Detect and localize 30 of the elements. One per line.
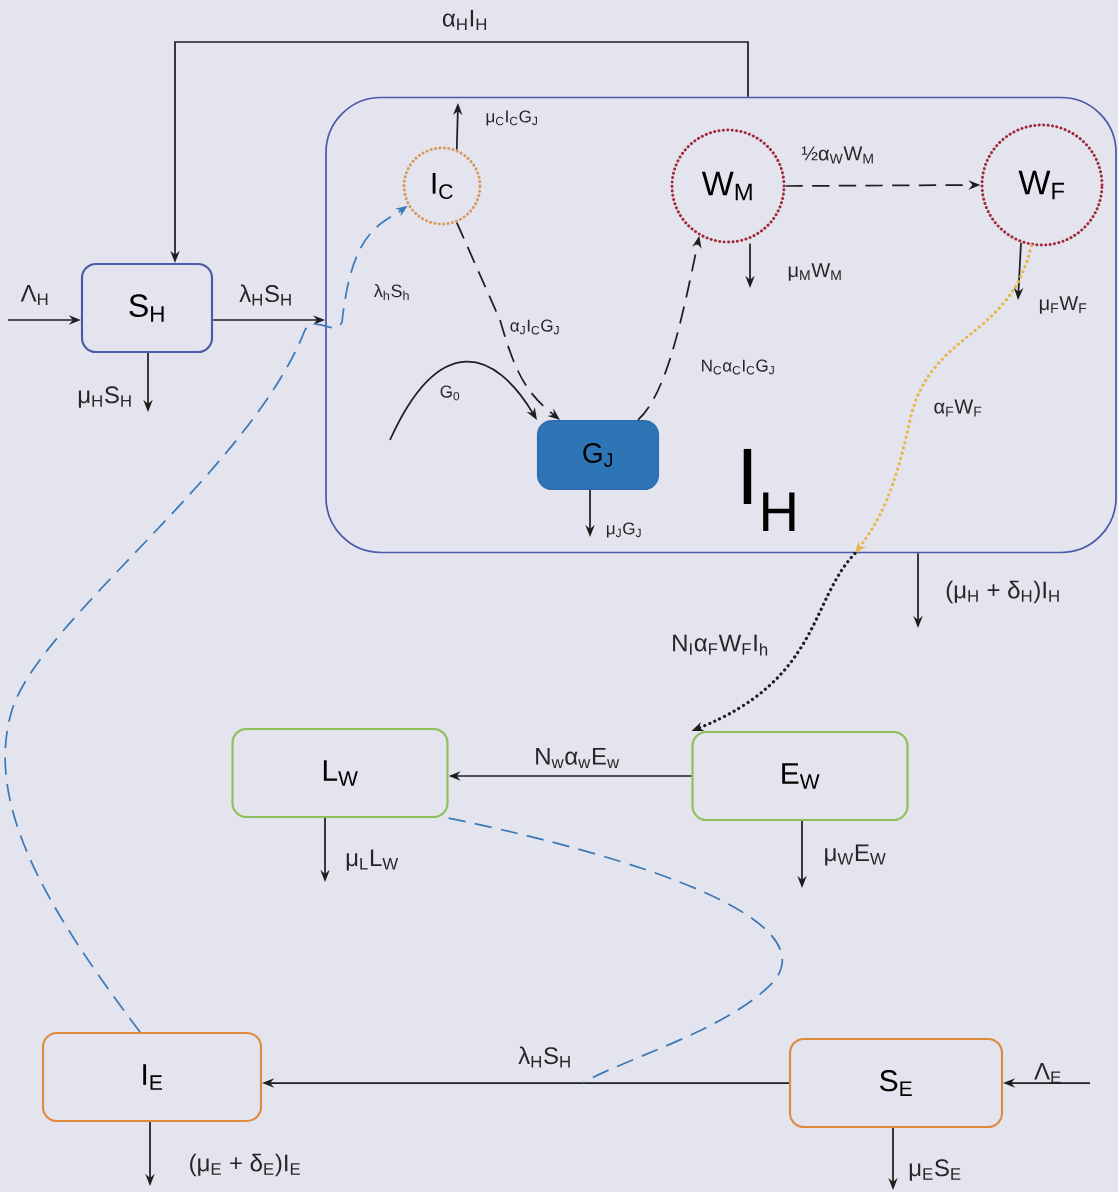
edge-label: μ$_{C}$I$_{C}$G$_{J}$ (486, 110, 537, 126)
compartment-box: L$_{W}$ (231, 727, 449, 819)
edge-label: μ$_{F}$W$_{F}$ (1039, 296, 1087, 314)
edge-label: λ$_{H}$S$_{H}$ (239, 284, 291, 306)
edge-label: λ$_{h}$S$_{h}$ (373, 284, 409, 300)
edge-label: μ$_{E}$S$_{E}$ (909, 1159, 961, 1181)
edge-label: N$_{I}$α$_{F}$W$_{F}$I$_{h}$ (673, 634, 768, 656)
edge-label: λ$_{H}$S$_{H}$ (518, 1046, 570, 1068)
edge-label: Λ$_{H}$ (20, 284, 48, 306)
compartment-box: I$_{E}$ (41, 1031, 263, 1123)
compartment-box: G$_{J}$ (536, 419, 660, 491)
edge-label: μ$_{W}$E$_{W}$ (825, 844, 886, 866)
edge-label: G$_{0}$ (440, 385, 460, 401)
compartment-box: E$_{W}$ (691, 730, 909, 822)
arrow (389, 360, 537, 441)
edge-label: N$_{C}$α$_{C}$I$_{C}$G$_{J}$ (702, 359, 774, 375)
edge-label: Λ$_{E}$ (1034, 1062, 1061, 1084)
edge-label: α$_{F}$W$_{F}$ (934, 399, 982, 417)
edge-label: μ$_{L}$L$_{W}$ (346, 849, 399, 871)
compartment-box: S$_{H}$ (80, 262, 214, 354)
edge-label: (μ$_{H}$ + δ$_{H}$)I$_{H}$ (946, 580, 1059, 604)
edge-label: N$_{w}$α$_{w}$E$_{w}$ (536, 748, 620, 768)
edge-label: μ$_{M}$W$_{M}$ (788, 263, 841, 281)
compartment-box: S$_{E}$ (788, 1037, 1004, 1129)
edge-label: α$_{H}$I$_{H}$ (442, 9, 486, 31)
edge-label: ½α$_{W}$W$_{M}$ (801, 146, 873, 164)
edge-label: μ$_{J}$G$_{J}$ (606, 522, 641, 538)
edge-label: (μ$_{E}$ + δ$_{E}$)I$_{E}$ (190, 1153, 300, 1177)
edge-label: μ$_{H}$S$_{H}$ (78, 386, 131, 408)
edge-label: α$_{J}$I$_{C}$G$_{J}$ (510, 319, 559, 335)
